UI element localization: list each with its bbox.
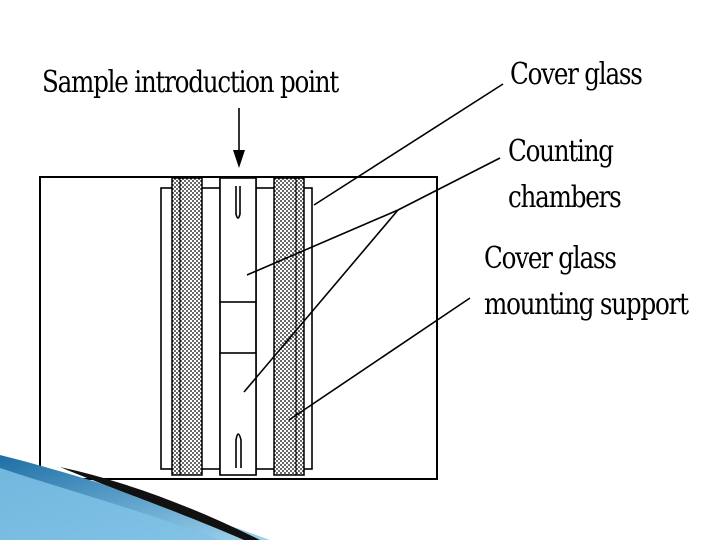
- slide-outline: [39, 176, 438, 480]
- label-sample-introduction-point: Sample introduction point: [42, 65, 339, 100]
- sample-arrow-head: [233, 150, 245, 168]
- leader-mounting-support: [288, 297, 471, 421]
- mounting-support-left: [171, 177, 203, 476]
- sample-notch-top: [235, 186, 241, 219]
- label-mounting-support-1: Cover glass: [484, 241, 617, 276]
- label-counting-chambers-2: chambers: [508, 180, 622, 215]
- counting-chamber-top: [219, 177, 257, 303]
- label-counting-chambers-1: Counting: [508, 134, 614, 169]
- leader-counting-chambers: [397, 157, 501, 211]
- swoosh-light-stroke: [0, 468, 220, 540]
- label-mounting-support-2: mounting support: [484, 287, 689, 322]
- counting-chamber-bottom: [219, 352, 257, 476]
- label-cover-glass: Cover glass: [510, 57, 643, 92]
- swoosh-dark-stroke: [60, 467, 260, 540]
- leader-counting-top: [246, 209, 399, 276]
- leader-counting-bottom: [243, 209, 399, 393]
- leader-cover-glass: [313, 83, 504, 206]
- sample-notch-bottom: [235, 433, 242, 468]
